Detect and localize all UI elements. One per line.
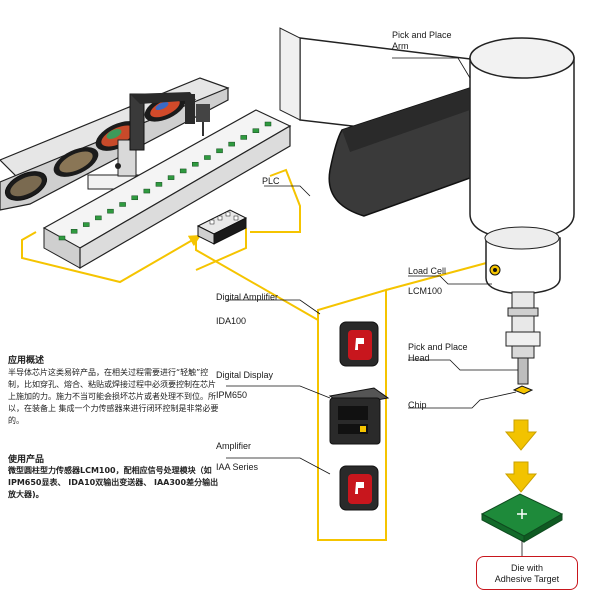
label-digital-display: Digital Display	[216, 370, 274, 380]
conveyor-chip	[155, 182, 163, 187]
leader-lines	[226, 57, 523, 556]
conveyor-chip	[192, 161, 199, 167]
label-pick-place-head: Pick and Place Head	[408, 342, 468, 364]
label-die-line1: Die with	[510, 563, 543, 573]
conveyor-chip	[58, 235, 66, 241]
down-arrow-2	[504, 461, 538, 493]
label-pick-place-arm-line1: Pick and Place	[392, 30, 452, 40]
conveyor-chip	[82, 222, 90, 227]
conveyor-chip	[167, 175, 175, 180]
application-overview-title: 应用概述	[8, 356, 45, 366]
conveyor-chip	[70, 229, 78, 234]
label-load-cell-model: LCM100	[408, 286, 443, 296]
chip-conveyor	[42, 109, 292, 270]
conveyor-chip	[119, 202, 126, 207]
label-chip: Chip	[408, 400, 427, 410]
conveyor-chip	[143, 188, 151, 194]
conveyor-chip	[131, 195, 138, 201]
conveyor-chip	[107, 208, 114, 214]
wafer-2	[53, 147, 99, 177]
label-load-cell: Load Cell	[408, 266, 447, 276]
conveyor-chip	[216, 148, 223, 154]
plc-terminal	[196, 209, 248, 245]
label-amplifier: Amplifier	[216, 441, 252, 451]
conveyor-chip	[204, 155, 211, 160]
wafer-1	[4, 171, 48, 201]
label-digital-amplifier: Digital Amplifier	[216, 292, 279, 302]
wafer-conveyor	[0, 77, 230, 211]
label-die-line2: Adhesive Target	[494, 574, 560, 584]
label-plc: PLC	[262, 176, 280, 186]
products-used-body: 微型圆柱型力传感器LCM100，配相应信号处理模块（如IPM650显表、 IDA…	[8, 466, 219, 499]
label-pick-place-head-line2: Head	[408, 353, 430, 363]
products-used-title: 使用产品	[8, 455, 45, 465]
conveyor-chip	[252, 128, 260, 133]
conveyor-chip	[228, 141, 235, 147]
conveyor-chip	[95, 215, 102, 221]
label-digital-amplifier-model: IDA100	[216, 316, 247, 326]
load-cell	[484, 226, 561, 295]
amplifier-device	[339, 465, 379, 511]
application-overview-body: 半导体芯片这类易碎产品，在相关过程需要进行“轻触”控制，比如穿孔、熔合、粘贴或焊…	[8, 368, 219, 425]
digital-display-device	[328, 387, 390, 445]
chip	[512, 385, 534, 395]
gripper-robot	[87, 92, 210, 190]
down-arrow-1	[504, 419, 538, 451]
label-pick-place-head-line1: Pick and Place	[408, 342, 468, 352]
label-pick-place-arm: Pick and Place Arm	[392, 30, 452, 52]
conveyor-chip	[240, 135, 248, 140]
conveyor-chip	[264, 121, 272, 127]
conveyor-chips	[58, 121, 272, 241]
label-pick-place-arm-line2: Arm	[392, 41, 409, 51]
label-die-badge: Die with Adhesive Target	[476, 556, 578, 590]
vertical-column	[469, 37, 575, 241]
die-with-adhesive-target	[480, 493, 564, 543]
label-digital-display-model: IPM650	[216, 390, 248, 400]
pick-and-place-head	[505, 291, 541, 385]
label-amplifier-model: IAA Series	[216, 462, 259, 472]
conveyor-chip	[179, 168, 187, 174]
digital-amplifier-device	[339, 321, 379, 367]
